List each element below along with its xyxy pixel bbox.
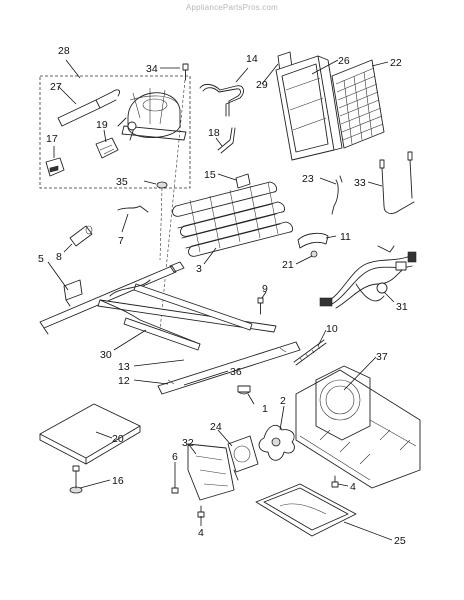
callout-27: 27 [50, 81, 62, 93]
callout-5: 5 [38, 253, 44, 265]
insulation-sleeve[interactable] [69, 225, 93, 247]
callout-labels: 28 34 14 29 26 22 27 19 17 18 35 15 23 3… [38, 45, 408, 547]
bracket-screw-lower[interactable] [197, 505, 205, 518]
callout-21: 21 [282, 259, 294, 271]
motor-bracket[interactable] [187, 443, 235, 501]
callout-9: 9 [262, 283, 268, 295]
callout-7: 7 [118, 235, 124, 247]
start-relay[interactable] [95, 137, 119, 159]
frame-screw[interactable] [257, 297, 264, 315]
callout-11: 11 [340, 231, 351, 243]
callout-30: 30 [100, 349, 112, 361]
callout-29: 29 [256, 79, 268, 91]
callout-3: 3 [196, 263, 202, 275]
callout-20: 20 [112, 433, 124, 445]
callout-34: 34 [146, 63, 158, 75]
motor-grommet[interactable] [237, 385, 251, 395]
callout-22: 22 [390, 57, 402, 69]
callout-13: 13 [118, 361, 130, 373]
condenser-coil[interactable] [331, 59, 385, 149]
evaporator-cover[interactable] [275, 55, 343, 161]
fan-motor[interactable] [227, 435, 259, 481]
callout-28: 28 [58, 45, 70, 57]
callout-32: 32 [182, 437, 194, 449]
ground-wire[interactable] [117, 205, 149, 213]
callout-25: 25 [394, 535, 406, 547]
shroud-screw[interactable] [331, 475, 339, 488]
front-rail[interactable] [157, 341, 301, 395]
discharge-tube[interactable] [199, 83, 244, 117]
callout-14: 14 [246, 53, 258, 65]
mounting-bracket[interactable] [297, 232, 329, 249]
start-capacitor[interactable] [57, 89, 121, 127]
access-panel[interactable] [39, 403, 141, 465]
compressor[interactable] [117, 88, 187, 141]
watermark-text: AppliancePartsPros.com [186, 3, 278, 12]
tube-clip[interactable] [235, 173, 251, 189]
wiring-harness[interactable] [319, 245, 417, 309]
screw[interactable] [310, 250, 318, 258]
drain-pan[interactable] [255, 483, 357, 537]
thermistor-left[interactable] [331, 175, 343, 215]
callout-4-right: 4 [350, 481, 356, 493]
cooling-coil[interactable] [172, 181, 294, 257]
callout-18: 18 [208, 127, 220, 139]
suction-tube[interactable] [217, 127, 236, 154]
front-leg-bracket[interactable] [63, 279, 83, 307]
mounting-bolt[interactable] [182, 63, 189, 81]
callout-6: 6 [172, 451, 178, 463]
threaded-rod[interactable] [293, 339, 327, 366]
callout-31: 31 [396, 301, 408, 313]
callout-15: 15 [204, 169, 216, 181]
callout-23: 23 [302, 173, 314, 185]
callout-16: 16 [112, 475, 124, 487]
grommet[interactable] [156, 181, 168, 189]
fan-blade[interactable] [258, 424, 295, 461]
callout-1: 1 [262, 403, 268, 415]
callout-2: 2 [280, 395, 286, 407]
callout-35: 35 [116, 176, 128, 188]
callout-36: 36 [230, 366, 242, 378]
callout-19: 19 [96, 119, 108, 131]
callout-37: 37 [376, 351, 388, 363]
callout-10: 10 [326, 323, 338, 335]
callout-26: 26 [338, 55, 350, 67]
callout-24: 24 [210, 421, 222, 433]
bracket-screw[interactable] [171, 481, 179, 494]
callout-12: 12 [118, 375, 130, 387]
callout-17: 17 [46, 133, 58, 145]
defrost-sensor[interactable] [379, 151, 415, 214]
callout-33: 33 [354, 177, 366, 189]
leader-lines [47, 59, 395, 541]
leveling-foot[interactable] [69, 465, 83, 494]
base-frame[interactable] [39, 261, 277, 351]
callout-8: 8 [56, 251, 62, 263]
fan-shroud-base[interactable] [295, 365, 421, 489]
callout-4-lower: 4 [198, 527, 204, 539]
compressor-group-box [39, 75, 191, 189]
overload-protector[interactable] [45, 157, 65, 177]
